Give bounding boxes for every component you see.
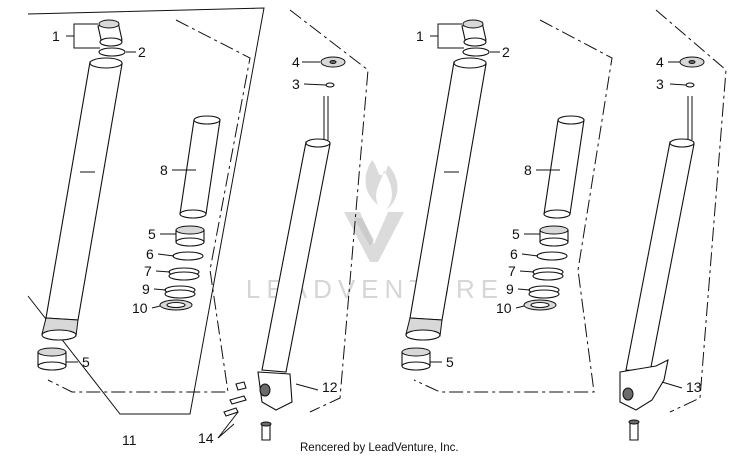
callout-5-upper-right: 5 bbox=[512, 226, 520, 242]
callout-13: 13 bbox=[686, 379, 702, 395]
inner-tube-12 bbox=[235, 96, 331, 411]
o-ring-2 bbox=[98, 47, 126, 57]
top-cap-4-right bbox=[679, 56, 705, 68]
callout-14: 14 bbox=[198, 430, 214, 446]
callout-1-right: 1 bbox=[416, 28, 424, 44]
callout-5-lower-right: 5 bbox=[446, 354, 454, 370]
bolts-14 bbox=[223, 395, 272, 441]
spacer-tube-8-right bbox=[543, 115, 585, 219]
callout-9-right: 9 bbox=[506, 281, 514, 297]
clip-3-right bbox=[685, 82, 695, 88]
callout-7-left: 7 bbox=[144, 263, 152, 279]
fork-cap-1-right bbox=[461, 19, 487, 47]
callout-6-right: 6 bbox=[510, 246, 518, 262]
top-cap-4 bbox=[320, 56, 346, 68]
callout-10-right: 10 bbox=[496, 300, 512, 316]
group-outline-11 bbox=[27, 7, 265, 415]
fork-cap-1 bbox=[97, 19, 123, 47]
callout-10-left: 10 bbox=[132, 300, 148, 316]
callout-3-right: 3 bbox=[656, 76, 664, 92]
group-outline-dashed-right bbox=[413, 19, 613, 393]
callout-4-left: 4 bbox=[292, 54, 300, 70]
o-ring-2-right bbox=[462, 47, 490, 57]
callout-4-right: 4 bbox=[656, 54, 664, 70]
spacer-tube-8 bbox=[179, 115, 221, 219]
callout-8-left: 8 bbox=[160, 162, 168, 178]
ring-6-right bbox=[536, 251, 568, 261]
rendered-by-credit: Rencered by LeadVenture, Inc. bbox=[300, 442, 459, 454]
callout-11: 11 bbox=[122, 432, 137, 448]
outer-tube bbox=[41, 57, 123, 341]
leadventure-watermark-logo bbox=[344, 160, 404, 262]
clip-3 bbox=[325, 82, 335, 88]
callout-7-right: 7 bbox=[508, 263, 516, 279]
callout-9-left: 9 bbox=[142, 281, 150, 297]
callout-8-right: 8 bbox=[524, 162, 532, 178]
bushing-5-lower bbox=[37, 347, 67, 371]
callout-5-upper-left: 5 bbox=[148, 226, 156, 242]
inner-tube-13 bbox=[619, 96, 695, 441]
bushing-5-upper bbox=[175, 225, 205, 247]
bushing-5-lower-right bbox=[401, 347, 431, 371]
callout-labels: 1 2 4 3 8 5 6 7 9 10 5 11 12 14 1 2 4 3 … bbox=[52, 28, 702, 448]
callout-2-left: 2 bbox=[138, 44, 146, 60]
leader-lines bbox=[66, 23, 687, 439]
callout-5-lower-left: 5 bbox=[82, 354, 90, 370]
callout-2-right: 2 bbox=[502, 44, 510, 60]
right-fork-assembly bbox=[401, 9, 727, 441]
group-outline-dashed-left bbox=[47, 19, 251, 393]
group-outline-dashed-13 bbox=[655, 9, 727, 413]
callout-3-left: 3 bbox=[292, 76, 300, 92]
outer-tube-right bbox=[405, 57, 487, 341]
callout-12: 12 bbox=[322, 379, 338, 395]
dust-seal-10-right bbox=[523, 299, 557, 311]
bushing-5-upper-right bbox=[539, 225, 569, 247]
callout-6-left: 6 bbox=[146, 246, 154, 262]
dust-seal-10 bbox=[159, 299, 193, 311]
left-fork-assembly bbox=[27, 7, 369, 441]
group-outline-dashed-12 bbox=[289, 9, 369, 413]
callout-1-left: 1 bbox=[52, 28, 60, 44]
ring-6 bbox=[172, 251, 204, 261]
